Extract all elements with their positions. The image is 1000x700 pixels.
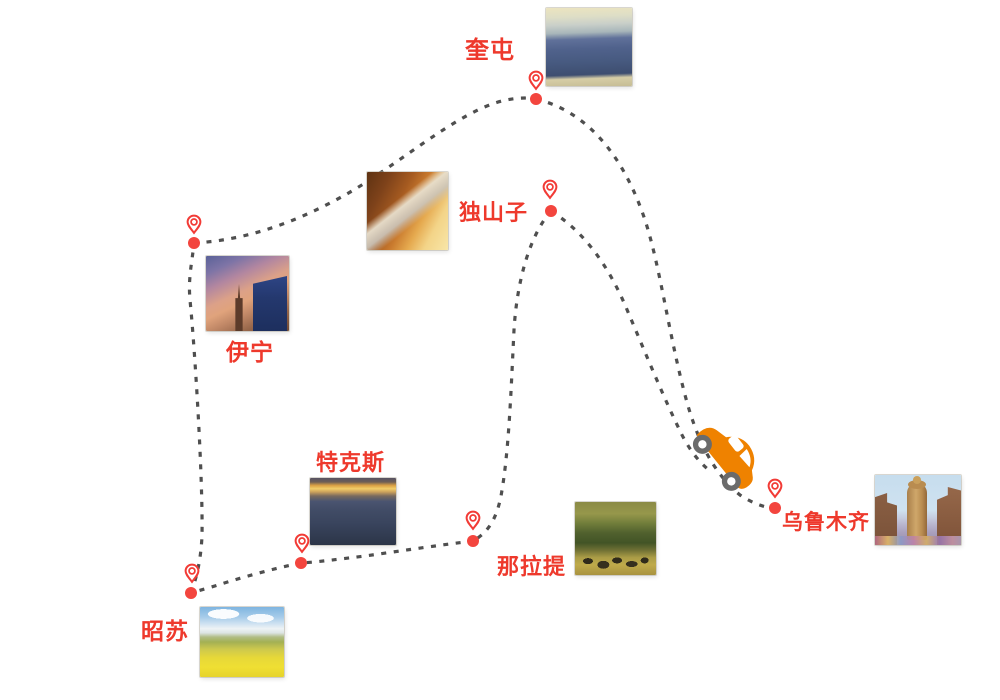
route-zhaosu-yining [187, 242, 204, 594]
route-tekesi-zhaosu [190, 561, 302, 595]
map-pin-icon[interactable] [542, 179, 558, 200]
route-stop-dot [769, 502, 781, 514]
route-stop-dot [295, 557, 307, 569]
route-dushanzi-nalati [472, 209, 553, 543]
map-pin-icon[interactable] [294, 533, 310, 554]
building-graphic [937, 487, 961, 545]
photo-tekesi[interactable] [310, 478, 396, 545]
city-label-nalati: 那拉提 [497, 554, 567, 579]
map-pin-icon[interactable] [184, 563, 200, 584]
route-kuitun-wulumuqi [535, 97, 776, 510]
city-label-kuitun: 奎屯 [465, 37, 515, 64]
map-pin-icon[interactable] [767, 478, 783, 499]
bazaar-tower-graphic [907, 476, 927, 540]
photo-nalati[interactable] [575, 502, 656, 575]
building-graphic [875, 493, 897, 545]
map-pin-icon[interactable] [465, 510, 481, 531]
city-label-wulumuqi: 乌鲁木齐 [782, 511, 870, 534]
clock-tower-graphic [235, 284, 243, 331]
city-label-dushanzi: 独山子 [459, 200, 529, 225]
photo-dushanzi[interactable] [367, 172, 448, 250]
map-pin-icon[interactable] [528, 70, 544, 91]
photo-yining[interactable] [206, 256, 289, 331]
map-pin-icon[interactable] [186, 214, 202, 235]
photo-wulumuqi[interactable] [875, 475, 961, 545]
car-icon [682, 405, 775, 503]
photo-kuitun[interactable] [546, 8, 632, 86]
route-stop-dot [185, 587, 197, 599]
route-stop-dot [188, 237, 200, 249]
route-stop-dot [530, 93, 542, 105]
city-label-tekesi: 特克斯 [316, 450, 386, 475]
city-label-yining: 伊宁 [226, 339, 274, 365]
city-label-zhaosu: 昭苏 [141, 618, 189, 644]
photo-zhaosu[interactable] [200, 607, 284, 677]
route-nalati-tekesi [300, 539, 474, 565]
route-dushanzi-wulumuqi [550, 209, 712, 473]
route-stop-dot [545, 205, 557, 217]
building-graphic [253, 276, 287, 331]
route-stop-dot [467, 535, 479, 547]
